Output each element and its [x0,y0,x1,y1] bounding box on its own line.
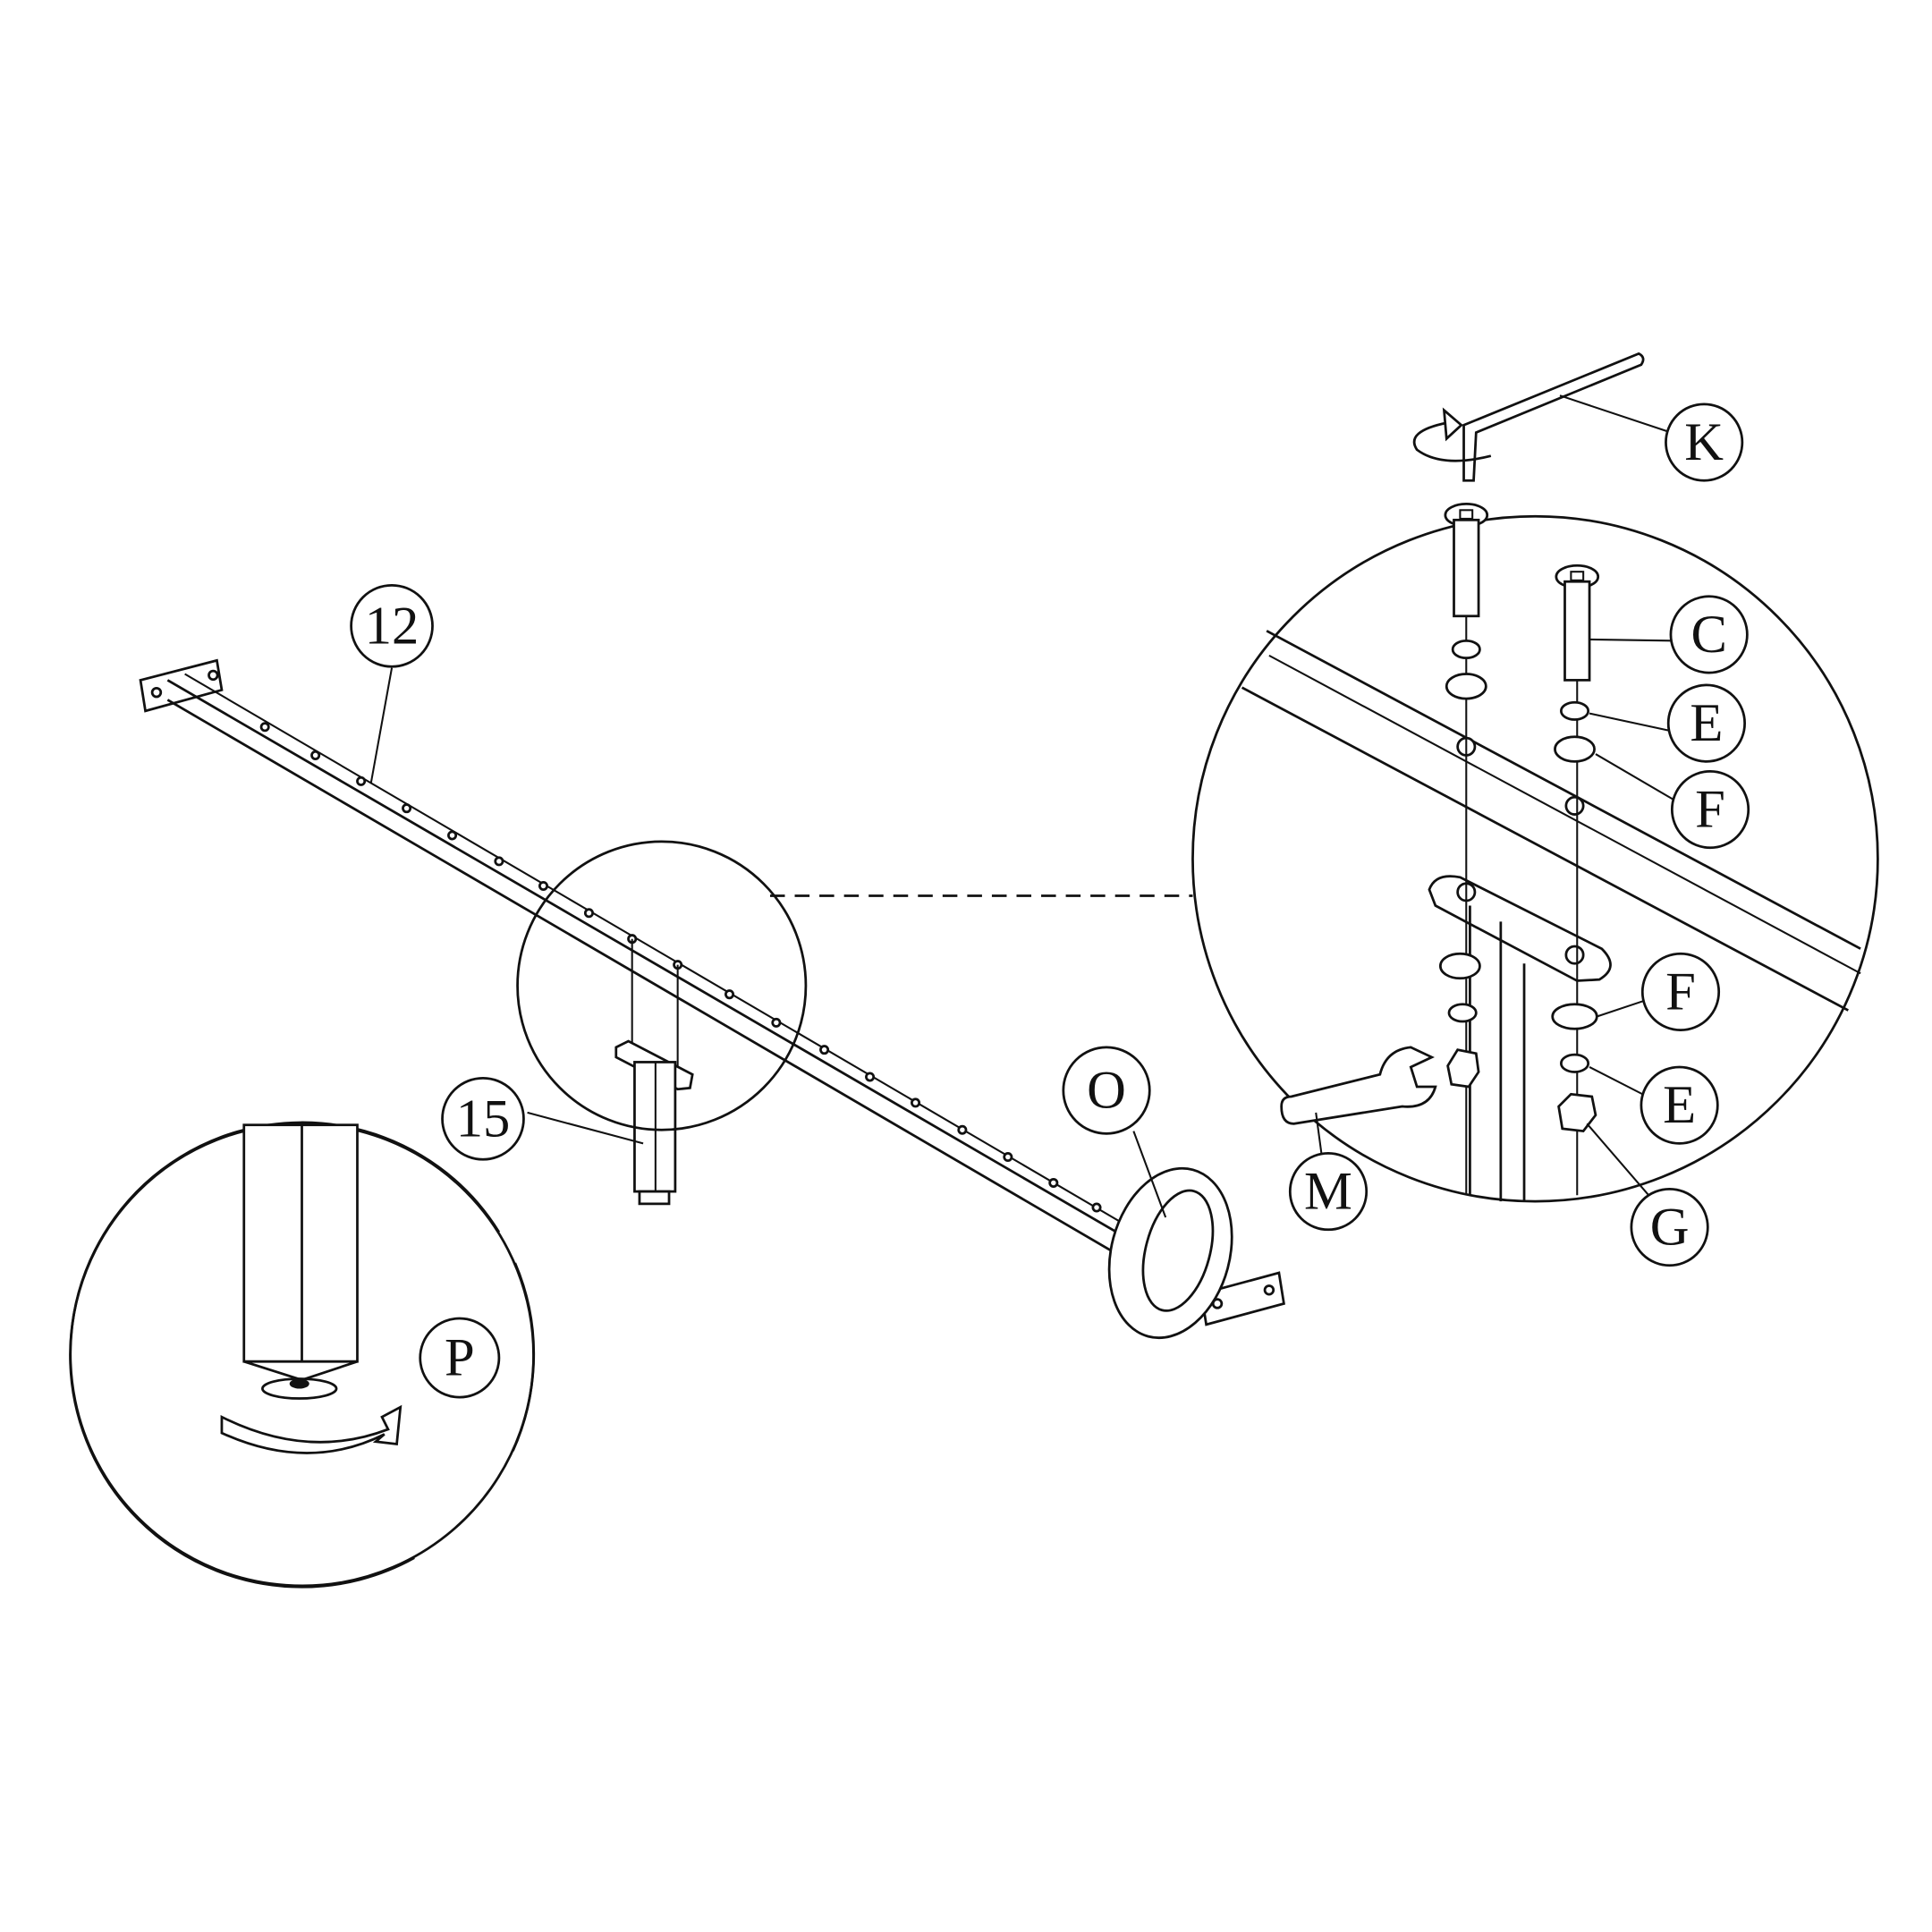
callout-e-bottom: E [1640,1065,1719,1145]
spring-washer-e [1559,700,1590,721]
svg-text:O: O [1087,1061,1126,1121]
svg-text:P: P [445,1328,475,1388]
callout-f-top: F [1670,769,1750,850]
svg-text:12: 12 [365,596,419,656]
detail-view-bolting [1191,503,1879,1203]
beam-holes [259,722,1102,1213]
callout-15: 15 [441,1076,525,1161]
svg-text:M: M [1304,1162,1352,1222]
callout-e-top: E [1666,683,1746,763]
detail-view-foot [69,1121,536,1589]
beam-left-end-plate [139,658,224,713]
bolt-c-left [1444,503,1489,618]
callout-o: O [1062,1046,1151,1135]
detail-marker-circle [516,840,808,1131]
callout-g: G [1630,1187,1709,1267]
beam-12 [139,658,1285,1326]
callout-m: M [1288,1152,1368,1232]
svg-text:C: C [1690,605,1726,665]
callout-f-bottom: F [1640,952,1721,1032]
callout-k: K [1665,402,1744,482]
flat-washer-f [1554,735,1596,763]
leader-lines [369,394,1676,1218]
callout-12: 12 [350,583,434,668]
svg-text:F: F [1665,962,1696,1021]
svg-text:15: 15 [456,1089,511,1148]
rotate-arrow-icon [220,1404,402,1454]
callout-c: C [1669,595,1749,674]
nut-g [1557,1092,1597,1133]
hex-key-k [1412,352,1645,482]
ring-o [1107,1166,1233,1340]
svg-text:G: G [1650,1198,1690,1258]
svg-text:F: F [1695,780,1725,840]
svg-text:E: E [1690,693,1723,753]
svg-text:E: E [1663,1075,1696,1135]
leg-15 [614,938,694,1206]
svg-text:K: K [1684,412,1724,472]
bolt-c-right [1555,564,1600,682]
callout-p: P [419,1317,501,1399]
wrench-m [1280,1046,1437,1125]
